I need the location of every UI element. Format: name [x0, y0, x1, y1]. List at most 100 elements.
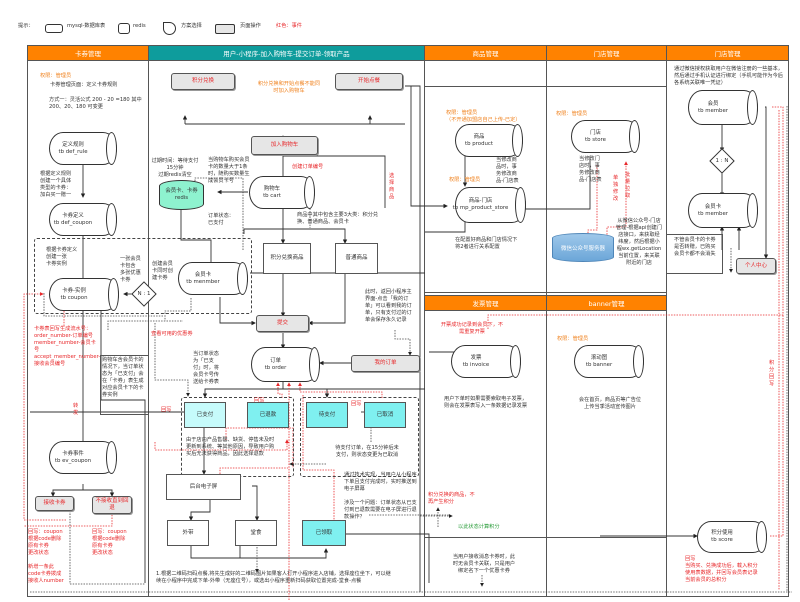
note-categories: 商品中其中包含主要3大类：积分兑 换、普通商品、会员卡	[297, 212, 379, 225]
note-frame	[100, 355, 148, 415]
divider	[424, 537, 667, 538]
legend-option-icon	[163, 22, 176, 35]
note-my-orders: 此时，返回小程序主 界面-点击「我的订 单」可以看到我的订 单，只有支付过的订 …	[365, 289, 412, 323]
legend-page-icon	[215, 24, 235, 34]
lane-header-banner: banner管理	[546, 295, 667, 311]
legend-redis-label: redis	[133, 23, 146, 29]
add-to-cart-button[interactable]: 加入购物车	[251, 136, 318, 155]
product-perm: 权限：管理员 （不开通加盟店自己上传-已定）	[446, 110, 521, 123]
note-paid-send: 当订单状态 为「已支 付」时，将 会员卡号传 送给卡券表	[193, 351, 219, 385]
points-goods-box: 积分兑换商品	[263, 243, 311, 274]
legend-option-label: 方案选择	[181, 23, 202, 29]
red-writeback-1: 回写	[161, 407, 172, 413]
lane-invoice	[424, 292, 547, 597]
coupon-note-create: 根据定义规则 创建一个具体 类型的卡券： 加白买一赠一	[40, 171, 72, 198]
invoice-red-note: 开票成功记录到会员下，不 需重复开票	[440, 322, 504, 335]
note-refund: 由于店内产品售罄、缺货、停售未及时 更新到系统、等其他原因，导致用户购 买后无法…	[186, 437, 275, 457]
submit-button[interactable]: 提交	[256, 315, 309, 332]
red-points-goods: 积分兑换的商品，不 再产生积分	[428, 492, 475, 505]
note-qr: 1.根据二维码扫码点餐,将先生成好的二维码图片如果客人打开小程序进入店铺，选择座…	[156, 571, 391, 584]
red-single: 单 独 修 改	[613, 175, 619, 202]
coupon-note-multi: 一张会员 卡包含 多张优惠 卡券	[120, 256, 141, 283]
red-choose-goods: 选 择 商 品	[389, 173, 395, 200]
legend-page-label: 页面操作	[240, 23, 261, 29]
lane-header-user: 用户-小程序-加入购物车-提交订单-领取产品	[148, 45, 425, 61]
lane-header-invoice: 发票管理	[424, 295, 547, 311]
coupon-note-instance: 根据卡券定义 创建一张 卡券实例	[46, 247, 78, 267]
personal-center-button[interactable]: 个人中心	[736, 258, 776, 274]
coupon-page-desc: 卡券管理页面：定义卡券规则	[50, 82, 118, 88]
accept-coupon-button[interactable]: 接收卡券	[35, 496, 74, 511]
lane-header-store: 门店管理	[546, 45, 667, 61]
status-cancelled: 已取消	[364, 402, 406, 428]
note-create-member: 创建会员 卡同时创 建卡券	[152, 261, 173, 281]
points-exchange-button[interactable]: 积分兑换	[171, 73, 235, 90]
member-intro: 通过微信授权获取用户在微信注册的一些基本，然后通过手机认证进行绑定（手机可能作为…	[674, 66, 783, 86]
lane-header-product: 商品管理	[424, 45, 547, 61]
lane-header-member: 门店管理	[666, 45, 789, 61]
start-order-button[interactable]: 开始点餐	[335, 73, 403, 90]
status-paid: 已支付	[184, 402, 226, 428]
member-card-group	[34, 238, 252, 314]
note-exclusive: 积分兑换和开始点餐不能同 时加入购物车	[257, 81, 321, 94]
legend-redis-icon	[118, 23, 130, 34]
lane-member	[666, 45, 789, 597]
coupon-note-cart-member: 购物车含会员卡的情况下，当订单状态为「已支付」会在「卡券」表生成对应会员卡下的卡…	[102, 357, 144, 398]
lane-header-coupon: 卡券管理	[27, 45, 149, 61]
store-note-modify: 当修改门 店时，事 务修改商 品-门店表	[579, 156, 602, 183]
status-pending: 待支付	[306, 402, 348, 428]
invoice-note: 用户下单时如果需要索取电子发票， 则会在发票表写入一条数据记录发票	[444, 396, 528, 409]
red-view-coupons: 查看可用的优惠券	[151, 331, 193, 337]
green-calc: 以此状态计算积分	[458, 524, 500, 530]
banner-perm: 权限：管理员	[557, 336, 589, 342]
lane-product	[424, 45, 547, 293]
coupon-red-accept: 回写：coupon 根据code删除 原有卡券 更改状态 新增一条此 code卡…	[28, 529, 64, 584]
coupon-red-note: 卡券表回写生成流水号： order_number-订单编号 member_num…	[34, 326, 101, 367]
coupon-perm: 权限：管理员	[40, 73, 72, 79]
invoice-note-receive: 当用户接收消息卡券时，此 时无会员卡关联，只是用户 绑定名下一个优惠卡券	[452, 554, 516, 574]
red-writeback-3: 回写	[351, 401, 362, 407]
note-cart-count: 当购物车购买会员 卡的数量大于1条 时，随购买数量生 成会员卡号	[208, 157, 250, 184]
coupon-red-reject: 回写：coupon 根据code删除 原有卡券 更改状态	[92, 529, 127, 556]
red-points-back: 积 分 回 写	[769, 360, 775, 387]
dinein-box: 堂食	[235, 520, 277, 546]
legend-prefix: 提示：	[18, 23, 34, 29]
status-received: 已领取	[302, 520, 346, 546]
coupon-method: 方式一：灵活公式 200 - 20 =180 其中200、20、180 可变更	[49, 97, 142, 110]
store-note-wechat: 从微信公众号-门店 管理-根据api创建门 店接口，来获取经 纬度，然后根据小 …	[615, 218, 663, 266]
member-red-score: 回写 当购买、兑换成功后，载入积分 使用表数据，并回写会员表记录 当前会员的总积…	[685, 556, 758, 583]
reject-coupon-button[interactable]: 不接收直到回退	[92, 496, 132, 514]
legend-event-note: 红色：事件	[276, 23, 302, 29]
status-refunded: 已退款	[247, 402, 289, 428]
normal-goods-box: 普通商品	[335, 243, 378, 274]
my-orders-button[interactable]: 我的订单	[351, 355, 420, 372]
divider	[424, 86, 667, 87]
wechat-service: 微信公众号服务器	[552, 233, 614, 262]
takeout-box: 外带	[167, 520, 209, 546]
product-perm2: 权限：管理员	[449, 177, 481, 183]
note-screen: 通过技术实现，当用户从小程序 下单且支付完成时，实时推送到 电子屏幕 涉及一个问…	[344, 472, 417, 520]
note-order-status: 订单状态： 已支付	[208, 213, 234, 226]
legend-mysql-label: mysql-数据库表	[67, 23, 106, 29]
member-note-not-lost: 不管会员卡的卡券 是否转赠，已购买 会员卡都不会消失	[674, 237, 716, 257]
note-expire: 过期时间：等待支付 15分钟 过期redis清空	[151, 158, 199, 178]
pending-group	[300, 397, 419, 477]
red-batch: 批 量 拉 取	[625, 172, 631, 199]
